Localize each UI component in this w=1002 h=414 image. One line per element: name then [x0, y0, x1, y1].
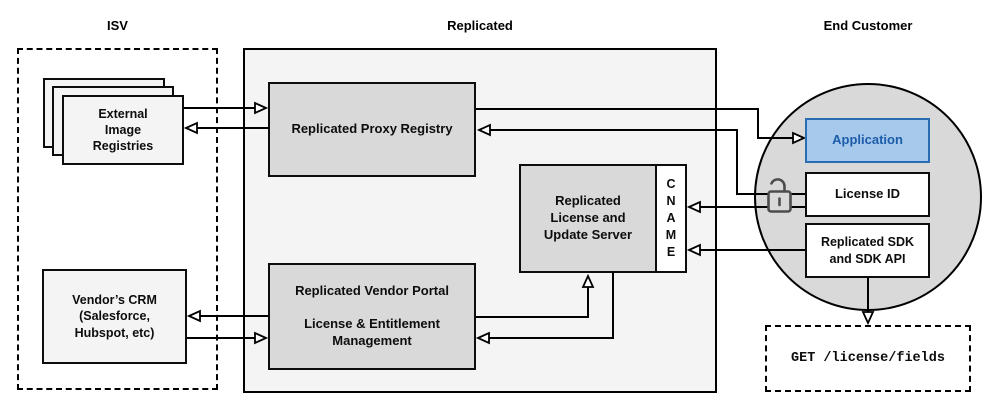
cname-strip: C N A M E	[655, 164, 687, 273]
arrow-sdk-to-get-endpoint	[861, 278, 875, 326]
arrow-vendor-portal-to-crm	[186, 309, 268, 323]
arrow-registries-to-proxy-registry	[184, 101, 269, 115]
open-padlock-icon	[767, 178, 792, 213]
vendor-portal-node: Replicated Vendor Portal License & Entit…	[268, 263, 476, 370]
vendors-crm-node: Vendor’s CRM (Salesforce, Hubspot, etc)	[42, 269, 187, 364]
arrow-update-server-to-vendor-portal	[475, 273, 614, 345]
license-id-node: License ID	[805, 172, 930, 217]
arrow-proxy-registry-to-registries	[183, 121, 268, 135]
sdk-node: Replicated SDK and SDK API	[805, 223, 930, 278]
arrow-vendor-portal-to-update-server	[476, 273, 595, 318]
get-endpoint-dashed-box	[765, 325, 971, 392]
section-title-end-customer: End Customer	[823, 18, 913, 33]
application-node: Application	[805, 118, 930, 163]
arrow-crm-to-vendor-portal	[187, 331, 269, 345]
arrow-proxy-registry-to-application	[476, 108, 807, 145]
vendor-portal-title: Replicated Vendor Portal	[295, 283, 449, 299]
section-title-isv: ISV	[107, 18, 128, 33]
license-update-server-node: Replicated License and Update Server	[519, 164, 657, 273]
section-title-replicated: Replicated	[447, 18, 513, 33]
external-image-registries-node: External Image Registries	[62, 95, 184, 165]
get-endpoint-label: GET /license/fields	[791, 351, 945, 366]
arrow-sdk-to-cname	[686, 243, 805, 257]
vendor-portal-subtitle: License & Entitlement Management	[304, 316, 440, 348]
proxy-registry-node: Replicated Proxy Registry	[268, 82, 476, 177]
